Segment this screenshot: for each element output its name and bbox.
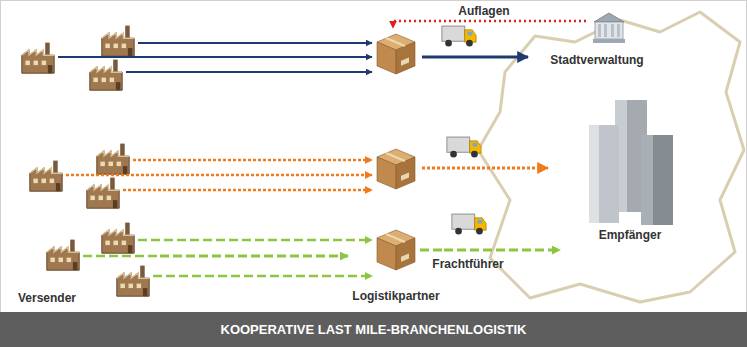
node-label: Versender	[18, 291, 76, 305]
recipient-buildings	[589, 100, 673, 225]
node-label: Logistikpartner	[348, 289, 444, 303]
title-text: KOOPERATIVE LAST MILE-BRANCHENLOGISTIK	[0, 312, 747, 347]
requirements-line	[393, 21, 586, 28]
town-hall-icon	[593, 13, 625, 43]
node-box: Versender	[15, 200, 160, 308]
blue-flows	[58, 43, 528, 72]
annotation-label: Frachtführer	[432, 257, 503, 271]
node-box: Empfänger	[560, 95, 700, 255]
flow-arrow	[160, 255, 348, 258]
trucks	[442, 26, 486, 234]
logistics-boxes	[377, 34, 415, 270]
flow-arrow	[444, 249, 560, 252]
annotation-label: Auflagen	[458, 4, 509, 18]
node-box: Stadtverwaltung	[546, 8, 648, 70]
title-bar	[0, 312, 747, 347]
orange-flows	[66, 160, 548, 190]
node-label: Empfänger	[560, 228, 700, 242]
node-label: Stadtverwaltung	[546, 53, 648, 67]
node-box: Logistikpartner	[348, 222, 444, 306]
